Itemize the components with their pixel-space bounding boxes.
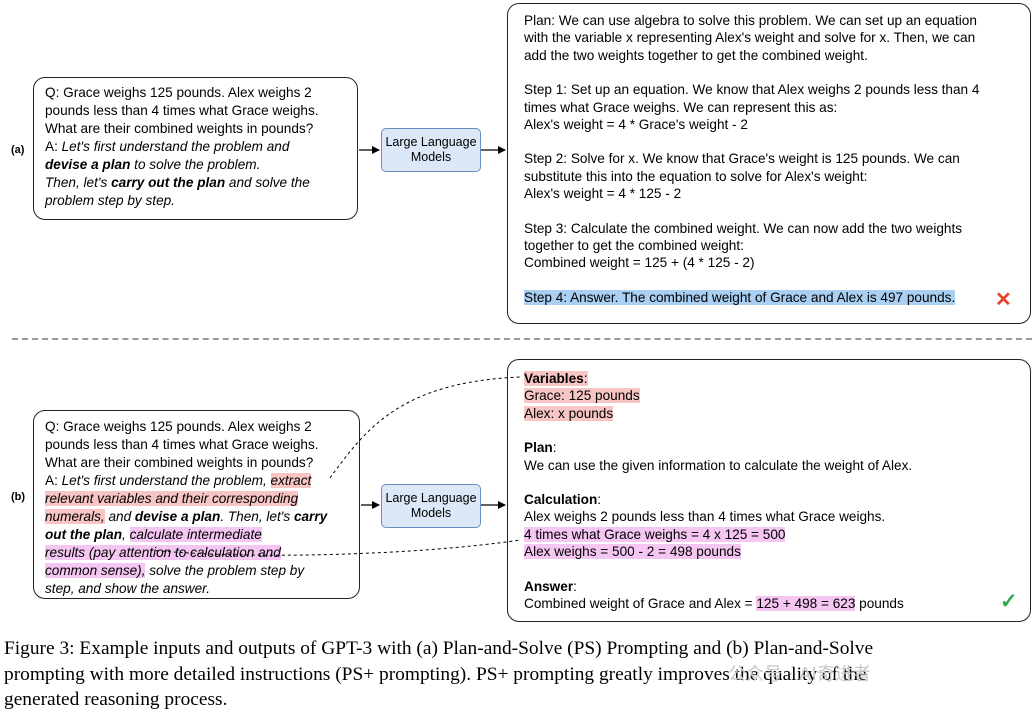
dashed-link-calculation bbox=[149, 539, 521, 556]
question-line: Q: Grace weighs 125 pounds. Alex weighs … bbox=[45, 419, 312, 434]
plan-heading: Plan: bbox=[524, 440, 557, 456]
caption-line: generated reasoning process. bbox=[4, 689, 228, 711]
panel-a-output-box bbox=[507, 3, 1031, 324]
variable-line: Alex: x pounds bbox=[524, 405, 614, 421]
panel-b-llm-box: Large Language Models bbox=[381, 484, 481, 528]
llm-label-line: Models bbox=[410, 150, 452, 164]
correct-mark-icon: ✓ bbox=[1000, 590, 1018, 613]
prompt-line: A: Let's first understand the problem, e… bbox=[45, 473, 312, 488]
step4-answer: Step 4: Answer. The combined weight of G… bbox=[524, 289, 956, 305]
calculation-line: Alex weighs = 500 - 2 = 498 pounds bbox=[524, 544, 741, 560]
panel-a-label: (a) bbox=[11, 144, 25, 156]
step1-line: times what Grace weighs. We can represen… bbox=[524, 99, 838, 115]
question-line: What are their combined weights in pound… bbox=[45, 121, 314, 136]
question-line: Q: Grace weighs 125 pounds. Alex weighs … bbox=[45, 85, 312, 100]
calculation-heading: Calculation: bbox=[524, 491, 602, 507]
llm-label-line: Models bbox=[410, 506, 452, 520]
panel-a-output-text: Plan: We can use algebra to solve this p… bbox=[524, 12, 979, 306]
prompt-line: results (pay attention to calculation an… bbox=[45, 545, 281, 560]
figure-caption: Figure 3: Example inputs and outputs of … bbox=[4, 636, 1035, 713]
calculation-line: Alex weighs 2 pounds less than 4 times w… bbox=[524, 509, 886, 525]
calculation-line: 4 times what Grace weighs = 4 x 125 = 50… bbox=[524, 526, 786, 542]
step4-line: Step 4: Answer. The combined weight of G… bbox=[524, 289, 979, 306]
prompt-line: step, and show the answer. bbox=[45, 581, 210, 596]
answer-line: Combined weight of Grace and Alex = 125 … bbox=[524, 595, 904, 611]
prompt-line: problem step by step. bbox=[45, 193, 175, 208]
prompt-line: out the plan, calculate intermediate bbox=[45, 527, 262, 542]
plan-line: Plan: We can use algebra to solve this p… bbox=[524, 13, 977, 28]
step2-line: Alex's weight = 4 * 125 - 2 bbox=[524, 186, 682, 202]
panel-a-input-text: Q: Grace weighs 125 pounds. Alex weighs … bbox=[45, 84, 319, 210]
prompt-line: common sense), solve the problem step by bbox=[45, 563, 305, 578]
question-line: pounds less than 4 times what Grace weig… bbox=[45, 437, 319, 452]
prompt-line: devise a plan to solve the problem. bbox=[45, 157, 261, 172]
panel-b-input-text: Q: Grace weighs 125 pounds. Alex weighs … bbox=[45, 418, 327, 598]
step1-line: Alex's weight = 4 * Grace's weight - 2 bbox=[524, 116, 748, 132]
variables-heading: Variables: bbox=[524, 371, 588, 386]
panel-b-output-text: Variables: Grace: 125 pounds Alex: x pou… bbox=[524, 370, 912, 612]
dashed-link-variables bbox=[329, 376, 521, 479]
caption-line: prompting with more detailed instruction… bbox=[4, 663, 867, 685]
step2-line: Step 2: Solve for x. We know that Grace'… bbox=[524, 151, 960, 167]
panel-divider bbox=[12, 338, 1032, 340]
prompt-line: numerals, and devise a plan. Then, let's… bbox=[45, 509, 328, 524]
question-line: What are their combined weights in pound… bbox=[45, 455, 314, 470]
caption-line: Figure 3: Example inputs and outputs of … bbox=[4, 638, 874, 659]
step3-line: together to get the combined weight: bbox=[524, 237, 744, 253]
watermark: 公众号 · AI奇进者 bbox=[728, 664, 871, 685]
panel-a-llm-box: Large Language Models bbox=[381, 128, 481, 172]
plan-line: We can use the given information to calc… bbox=[524, 457, 913, 473]
step2-line: substitute this into the equation to sol… bbox=[524, 168, 868, 184]
plan-line: with the variable x representing Alex's … bbox=[524, 30, 976, 46]
plan-line: add the two weights together to get the … bbox=[524, 47, 868, 63]
step3-line: Combined weight = 125 + (4 * 125 - 2) bbox=[524, 255, 755, 271]
panel-a-input-box bbox=[33, 77, 358, 220]
variable-line: Grace: 125 pounds bbox=[524, 388, 640, 404]
step1-line: Step 1: Set up an equation. We know that… bbox=[524, 82, 980, 98]
prompt-line: A: Let's first understand the problem an… bbox=[45, 139, 290, 154]
wrong-mark-icon: ✕ bbox=[995, 289, 1012, 311]
llm-label-line: Large Language bbox=[385, 135, 477, 149]
llm-label-line: Large Language bbox=[385, 491, 477, 505]
answer-heading: Answer: bbox=[524, 578, 577, 594]
question-line: pounds less than 4 times what Grace weig… bbox=[45, 103, 319, 118]
panel-b-label: (b) bbox=[11, 491, 26, 503]
prompt-line: Then, let's carry out the plan and solve… bbox=[45, 175, 310, 190]
step3-line: Step 3: Calculate the combined weight. W… bbox=[524, 220, 963, 236]
prompt-line: relevant variables and their correspondi… bbox=[45, 491, 299, 506]
